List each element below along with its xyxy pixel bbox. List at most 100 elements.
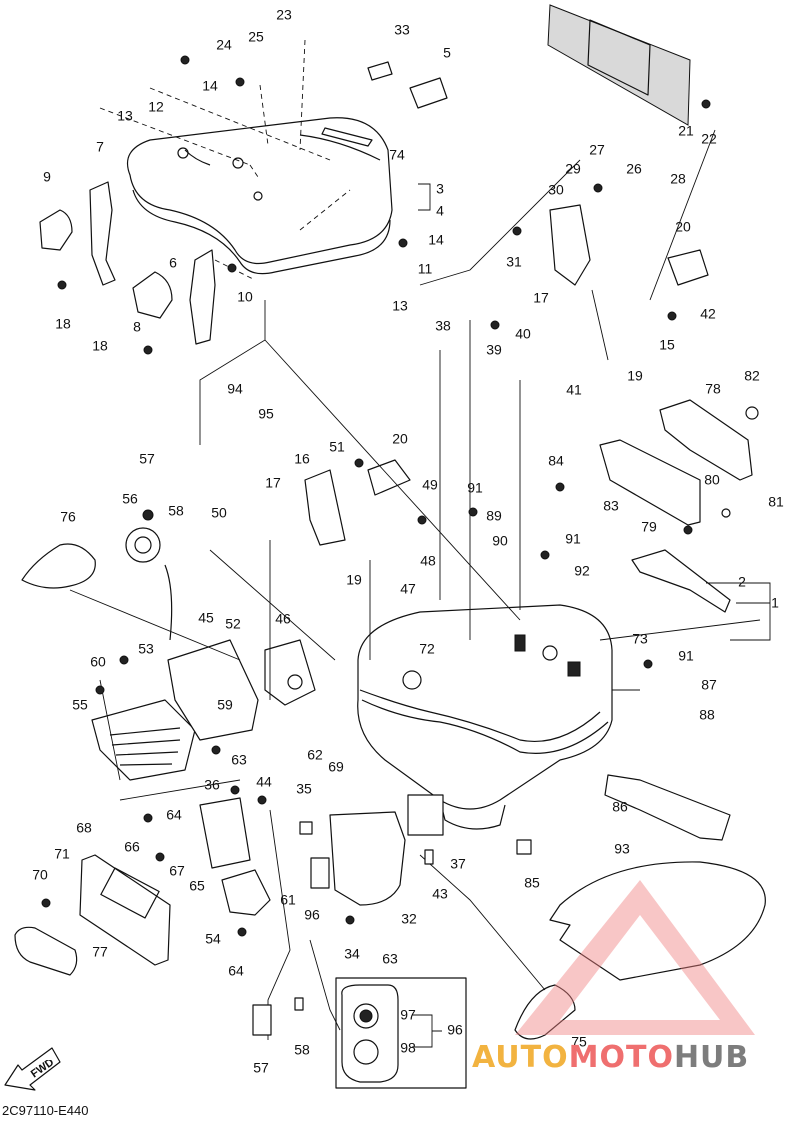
callout-c14b: 14 [428,232,444,248]
callout-c37: 37 [450,856,466,872]
callout-c96b: 96 [447,1022,463,1038]
callout-c45: 45 [198,610,214,626]
callout-c8: 8 [133,319,141,335]
speaker-and-handle [21,527,173,641]
fwd-label: FWD [29,1060,56,1080]
callout-c23: 23 [276,7,292,23]
fwd-arrow-icon [4,1047,61,1091]
callout-c91a: 91 [467,480,483,496]
callout-c18a: 18 [55,316,71,332]
callout-c17b: 17 [265,475,281,491]
callout-c85: 85 [524,875,540,891]
callout-c40: 40 [515,326,531,342]
callout-c13b: 13 [392,298,408,314]
callout-c49: 49 [422,477,438,493]
callout-c68: 68 [76,820,92,836]
callout-c73: 73 [632,631,648,647]
callout-c28: 28 [670,171,686,187]
callout-c59: 59 [217,697,233,713]
callout-c46: 46 [275,611,291,627]
callout-c86: 86 [612,799,628,815]
callout-c98: 98 [400,1040,416,1056]
callout-c75: 75 [571,1034,587,1050]
callout-c25: 25 [248,29,264,45]
callout-c57b: 57 [253,1060,269,1076]
callout-c31: 31 [506,254,522,270]
callout-c50: 50 [211,505,227,521]
callout-c15: 15 [659,337,675,353]
callout-c65: 65 [189,878,205,894]
callout-c63a: 63 [231,752,247,768]
watermark-part2: MOTO [568,1040,674,1075]
callout-c82: 82 [744,368,760,384]
callout-c32: 32 [401,911,417,927]
callout-c60: 60 [90,654,106,670]
callout-c53: 53 [138,641,154,657]
callout-c11: 11 [418,261,433,277]
catalog-code: 2C97110-E440 [2,1103,89,1118]
callout-c3: 3 [436,181,444,197]
callout-c79: 79 [641,519,657,535]
watermark-logo: AUTOMOTOHUB [472,1040,749,1075]
callout-c96a: 96 [304,907,320,923]
callout-c64a: 64 [166,807,182,823]
callout-c4: 4 [436,203,444,219]
right-frame-brackets [599,399,753,841]
callout-c58a: 58 [168,503,184,519]
callout-c1: 1 [771,595,779,611]
callout-c19a: 19 [627,368,643,384]
switch-detail-box [335,977,467,1089]
callout-c88: 88 [699,707,715,723]
callout-c29: 29 [565,161,581,177]
callout-c64b: 64 [228,963,244,979]
callout-c74: 74 [389,147,405,163]
callout-c47: 47 [400,581,416,597]
callout-c20a: 20 [675,219,691,235]
callout-c81: 81 [768,494,784,510]
callout-c95: 95 [258,406,274,422]
top-case-lid [126,117,393,275]
callout-c19b: 19 [346,572,362,588]
callout-c33: 33 [394,22,410,38]
callout-c13a: 13 [117,108,133,124]
callout-c92: 92 [574,563,590,579]
callout-c39: 39 [486,342,502,358]
callout-c67: 67 [169,863,185,879]
callout-c26: 26 [626,161,642,177]
callout-c54: 54 [205,931,221,947]
callout-c63b: 63 [382,951,398,967]
callout-c12: 12 [148,99,164,115]
callout-c97: 97 [400,1007,416,1023]
callout-c90: 90 [492,533,508,549]
left-hinge-parts [39,181,216,345]
callout-c78: 78 [705,381,721,397]
callout-c44: 44 [256,774,272,790]
callout-c58b: 58 [294,1042,310,1058]
callout-c72: 72 [419,641,435,657]
callout-c91c: 91 [678,648,694,664]
callout-c62: 62 [307,747,323,763]
callout-c89: 89 [486,508,502,524]
callout-c48: 48 [420,553,436,569]
callout-c14a: 14 [202,78,218,94]
callout-c17a: 17 [533,290,549,306]
callout-c22: 22 [701,131,717,147]
callout-c76: 76 [60,509,76,525]
top-case-body [357,604,613,830]
callout-c21: 21 [678,123,694,139]
callout-c9: 9 [43,169,51,185]
callout-c61: 61 [280,892,296,908]
callout-c71: 71 [54,846,70,862]
callout-c84: 84 [548,453,564,469]
mid-brackets [167,204,709,741]
callout-c52: 52 [225,616,241,632]
callout-c35: 35 [296,781,312,797]
callout-c51: 51 [329,439,345,455]
callout-c5: 5 [443,45,451,61]
callout-c36: 36 [204,777,220,793]
callout-c10: 10 [237,289,253,305]
lower-lamp-housing [199,797,406,916]
callout-c83: 83 [603,498,619,514]
callout-labels: 1234567891011121313141415161717181819192… [32,7,784,1076]
